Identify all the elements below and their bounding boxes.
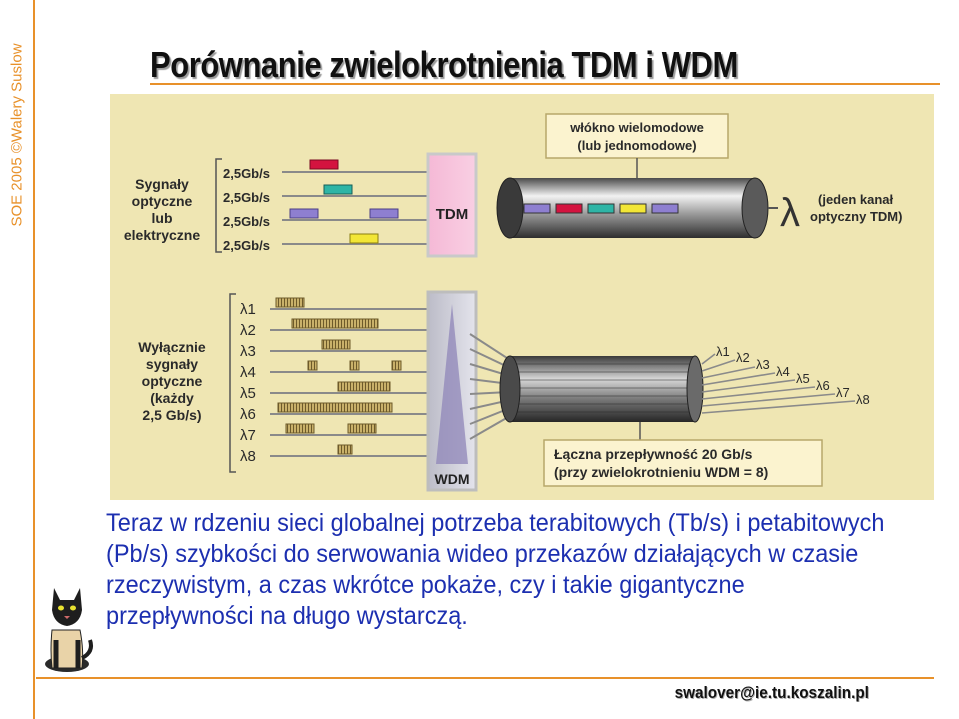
tdm-rate-label: 2,5Gb/s (223, 214, 270, 229)
wdm-output-lambda: λ8 (856, 392, 870, 407)
wdm-fiber-bundle (510, 356, 695, 422)
wdm-lambda-label: λ8 (240, 448, 256, 465)
tdm-signals-label-line: elektryczne (124, 227, 200, 243)
wdm-lambda-label: λ7 (240, 427, 256, 444)
wdm-section: Wyłącznie sygnały optyczne (każdy 2,5 Gb… (138, 290, 870, 492)
wdm-output-lambda: λ3 (756, 357, 770, 372)
wdm-output-lambda: λ2 (736, 350, 750, 365)
tdm-packet (349, 233, 379, 244)
wdm-output-lambda: λ6 (816, 378, 830, 393)
wdm-brace (229, 293, 236, 473)
wdm-packet (277, 402, 393, 413)
wdm-fiber-strands (510, 363, 695, 413)
tdm-fiber-label-line: (lub jednomodowe) (577, 138, 696, 153)
tdm-fiber-label-line: włókno wielomodowe (569, 120, 704, 135)
tdm-rate-label: 2,5Gb/s (223, 238, 270, 253)
tdm-signals-label-line: Sygnały (135, 176, 189, 192)
bottom-rule (36, 677, 934, 679)
tdm-wdm-diagram: Sygnały optyczne lub elektryczne 2,5Gb/s… (110, 94, 934, 500)
tdm-mux-label: TDM (436, 206, 469, 223)
slide-title: Porównanie zwielokrotnienia TDM i WDM (150, 44, 738, 85)
tdm-packet (369, 208, 399, 219)
wdm-throughput-box (543, 439, 823, 487)
wdm-output-lines (701, 353, 856, 414)
tdm-fiber-packet (555, 203, 583, 214)
wdm-packet (321, 339, 351, 350)
tdm-signals-label-line: optyczne (132, 193, 193, 209)
wdm-packet (285, 423, 315, 434)
title-rule (150, 83, 940, 85)
wdm-lambda-label: λ5 (240, 385, 256, 402)
tdm-signals-label-line: lub (152, 210, 173, 226)
tdm-fiber-packet (651, 203, 679, 214)
wdm-packet (337, 381, 391, 392)
diagram-background (110, 94, 934, 500)
tdm-multiplexer (426, 152, 478, 258)
tdm-rate-label: 2,5Gb/s (223, 166, 270, 181)
body-paragraph: Teraz w rdzeniu sieci globalnej potrzeba… (106, 509, 885, 630)
wdm-mux-label: WDM (435, 471, 470, 487)
left-divider (33, 0, 35, 719)
tdm-output-lambda: λ (780, 191, 800, 235)
cat-illustration (45, 588, 93, 672)
tdm-brace (215, 158, 222, 253)
tdm-packet (323, 184, 353, 195)
wdm-packet (337, 444, 353, 455)
wdm-prism (436, 304, 468, 464)
wdm-signals-label-line: (każdy (150, 390, 194, 406)
wdm-output-lambda: λ1 (716, 344, 730, 359)
tdm-output-label-line: optyczny TDM) (810, 209, 902, 224)
tdm-fiber-packet (619, 203, 647, 214)
wdm-packet (307, 360, 318, 371)
wdm-lambda-label: λ4 (240, 364, 256, 381)
tdm-section: Sygnały optyczne lub elektryczne 2,5Gb/s… (124, 113, 902, 258)
side-credit: SOE 2005 ©Walery Suslow (2, 20, 32, 250)
wdm-throughput-line: (przy zwielokrotnieniu WDM = 8) (554, 464, 768, 480)
tdm-fiber-packet (587, 203, 615, 214)
tdm-fiber-packet (523, 203, 551, 214)
wdm-signals-label-line: Wyłącznie (138, 339, 206, 355)
side-credit-text: SOE 2005 ©Walery Suslow (8, 43, 26, 227)
wdm-signals-label-line: sygnały (146, 356, 198, 372)
wdm-packet (391, 360, 402, 371)
wdm-output-lambda: λ4 (776, 364, 790, 379)
wdm-lambda-label: λ6 (240, 406, 256, 423)
wdm-fiber-end (686, 355, 704, 423)
wdm-packet (291, 318, 379, 329)
wdm-signals-label-line: 2,5 Gb/s) (142, 407, 201, 423)
wdm-lambda-label: λ1 (240, 301, 256, 318)
wdm-fiber-end (499, 355, 521, 423)
wdm-packet (347, 423, 377, 434)
tdm-rate-label: 2,5Gb/s (223, 190, 270, 205)
footer-email: swalover@ie.tu.koszalin.pl (674, 683, 869, 702)
wdm-lambda-label: λ3 (240, 343, 256, 360)
wdm-packet (349, 360, 360, 371)
tdm-fiber-end (496, 177, 524, 239)
tdm-packet (309, 159, 339, 170)
wdm-throughput-line: Łączna przepływność 20 Gb/s (554, 446, 753, 462)
tdm-fiber-end (741, 177, 769, 239)
wdm-lambda-label: λ2 (240, 322, 256, 339)
wdm-packet (275, 297, 305, 308)
tdm-packet (289, 208, 319, 219)
wdm-output-lambda: λ7 (836, 385, 850, 400)
wdm-signals-label-line: optyczne (142, 373, 203, 389)
tdm-output-label-line: (jeden kanał (818, 192, 894, 207)
tdm-fiber-label-box (545, 113, 729, 159)
wdm-output-lambda: λ5 (796, 371, 810, 386)
